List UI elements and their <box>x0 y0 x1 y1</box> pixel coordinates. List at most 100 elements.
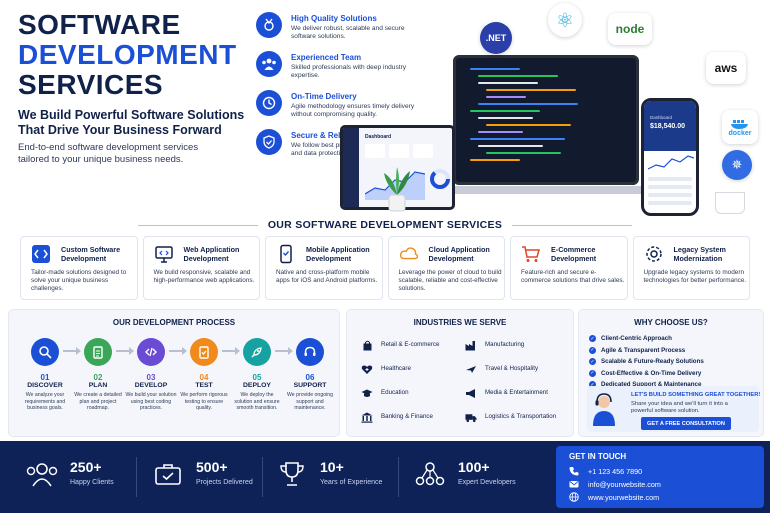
dotnet-logo: .NET <box>480 22 512 54</box>
contact-website[interactable]: www.yourwebsite.com <box>569 492 759 503</box>
contact-phone[interactable]: +1 123 456 7890 <box>569 466 759 477</box>
service-card[interactable]: Cloud Application Development Leverage t… <box>387 236 505 300</box>
feature-item: Experienced Team Skilled professionals w… <box>256 51 426 90</box>
service-card[interactable]: Web Application Development We build res… <box>142 236 260 300</box>
service-title: Custom Software Development <box>61 245 121 263</box>
phone-number: +1 123 456 7890 <box>588 467 643 476</box>
divider <box>136 457 137 497</box>
factory-icon <box>465 339 477 351</box>
services-section-title: OUR SOFTWARE DEVELOPMENT SERVICES <box>0 219 770 231</box>
team-icon <box>256 51 282 77</box>
service-card[interactable]: Legacy System Modernization Upgrade lega… <box>632 236 750 300</box>
stat-label: Projects Delivered <box>196 479 253 486</box>
phone-mockup: Dashboard $18,540.00 <box>641 98 699 216</box>
feature-item: On-Time Delivery Agile methodology ensur… <box>256 90 426 129</box>
graduation-icon <box>361 387 373 399</box>
why-item: ✓Dedicated Support & Maintenance <box>589 380 759 392</box>
services-title-text: OUR SOFTWARE DEVELOPMENT SERVICES <box>267 219 503 231</box>
industry-label: Education <box>381 389 409 396</box>
step-label: DEPLOY <box>243 382 271 389</box>
industry-label: Travel & Hospitality <box>485 365 539 372</box>
coffee-mug <box>715 192 745 214</box>
divider <box>398 457 399 497</box>
industry-label: Banking & Finance <box>381 413 433 420</box>
service-title: Web Application Development <box>183 245 240 263</box>
hero-description: End-to-end software development services… <box>18 142 199 165</box>
phone-line-chart <box>648 155 694 170</box>
check-icon: ✓ <box>589 335 596 342</box>
step-desc: We deploy the solution and ensure smooth… <box>234 392 280 411</box>
industry-item: Education <box>361 386 461 402</box>
users-icon <box>24 459 60 489</box>
service-title: Cloud Application Development <box>428 245 490 263</box>
process-step: 04 TEST We perform rigorous testing to e… <box>178 338 230 412</box>
service-title: Legacy System Modernization <box>673 245 726 263</box>
kubernetes-icon: ✵ <box>722 150 752 180</box>
contact-box: GET IN TOUCH +1 123 456 7890 info@yourwe… <box>556 446 764 508</box>
contact-title: GET IN TOUCH <box>569 452 627 461</box>
step-number: 06 <box>305 373 315 382</box>
step-number: 02 <box>93 373 103 382</box>
feature-title: High Quality Solutions <box>291 14 377 23</box>
industry-label: Manufacturing <box>485 341 525 348</box>
service-card[interactable]: Mobile Application Development Native an… <box>265 236 383 300</box>
why-item-label: Cost-Effective & On-Time Delivery <box>601 369 702 377</box>
step-number: 01 <box>40 373 50 382</box>
process-step: 03 DEVELOP We build your solution using … <box>125 338 177 412</box>
feature-title: Secure & Reliable <box>291 131 359 140</box>
health-icon <box>361 363 373 375</box>
process-panel: OUR DEVELOPMENT PROCESS 01 DISCOVER We a… <box>8 309 340 437</box>
industry-item: Logistics & Transportation <box>465 410 565 426</box>
hero-section: SOFTWARE DEVELOPMENT SERVICES We Build P… <box>0 0 770 216</box>
trophy-icon <box>274 459 310 489</box>
dashboard-area-chart <box>365 171 425 200</box>
why-item: ✓Agile & Transparent Process <box>589 346 759 358</box>
stat-value: 500+ <box>196 459 228 475</box>
service-title: E-Commerce Development <box>551 245 597 263</box>
free-consultation-button[interactable]: GET A FREE CONSULTATION <box>641 417 731 430</box>
phone-icon <box>569 466 579 476</box>
contact-email[interactable]: info@yourwebsite.com <box>569 479 759 490</box>
process-steps: 01 DISCOVER We analyze your requirements… <box>19 338 333 433</box>
feature-title: On-Time Delivery <box>291 92 357 101</box>
step-desc: We analyze your requirements and busines… <box>24 392 66 411</box>
cta-title: LET'S BUILD SOMETHING GREAT TOGETHER! <box>631 392 761 398</box>
service-card[interactable]: E-Commerce Development Feature-rich and … <box>510 236 628 300</box>
arrow-icon <box>116 347 134 355</box>
arrow-icon <box>63 347 81 355</box>
phone-label: Dashboard <box>650 115 673 120</box>
stat-label: Happy Clients <box>70 479 114 486</box>
search-icon <box>31 338 59 366</box>
step-desc: We perform rigorous testing to ensure qu… <box>180 392 228 411</box>
check-icon: ✓ <box>589 369 596 377</box>
why-list: ✓ Client-Centric Approach ✓Agile & Transp… <box>589 334 759 392</box>
why-item-label: Client-Centric Approach <box>601 335 672 342</box>
bag-icon <box>361 339 373 351</box>
industry-item: Banking & Finance <box>361 410 461 426</box>
docker-logo: docker <box>722 110 758 144</box>
consultation-cta: LET'S BUILD SOMETHING GREAT TOGETHER! Sh… <box>587 386 761 432</box>
step-number: 05 <box>252 373 262 382</box>
industry-label: Healthcare <box>381 365 411 372</box>
step-desc: We build your solution using best coding… <box>125 392 177 411</box>
process-step: 02 PLAN We create a detailed plan and pr… <box>72 338 124 412</box>
services-list: Custom Software Development Tailor-made … <box>20 236 750 300</box>
why-title: WHY CHOOSE US? <box>634 318 708 327</box>
stat-value: 250+ <box>70 459 102 475</box>
gear-icon <box>644 244 664 264</box>
dashboard-donut-chart <box>430 169 450 189</box>
service-card[interactable]: Custom Software Development Tailor-made … <box>20 236 138 300</box>
industry-item: Healthcare <box>361 362 461 378</box>
arrow-icon <box>169 347 187 355</box>
industry-label: Media & Entertainment <box>485 389 548 396</box>
service-desc: We build responsive, scalable and high-p… <box>153 269 255 284</box>
check-icon: ✓ <box>589 358 596 365</box>
service-desc: Leverage the power of cloud to build sca… <box>398 269 502 292</box>
website-url: www.yourwebsite.com <box>588 493 660 502</box>
why-item-label: Dedicated Support & Maintenance <box>601 381 702 388</box>
why-item: ✓ Client-Centric Approach <box>589 334 759 346</box>
checklist-icon <box>190 338 218 366</box>
step-number: 04 <box>199 373 209 382</box>
email-address: info@yourwebsite.com <box>588 480 661 489</box>
step-desc: We create a detailed plan and project ro… <box>74 392 122 411</box>
